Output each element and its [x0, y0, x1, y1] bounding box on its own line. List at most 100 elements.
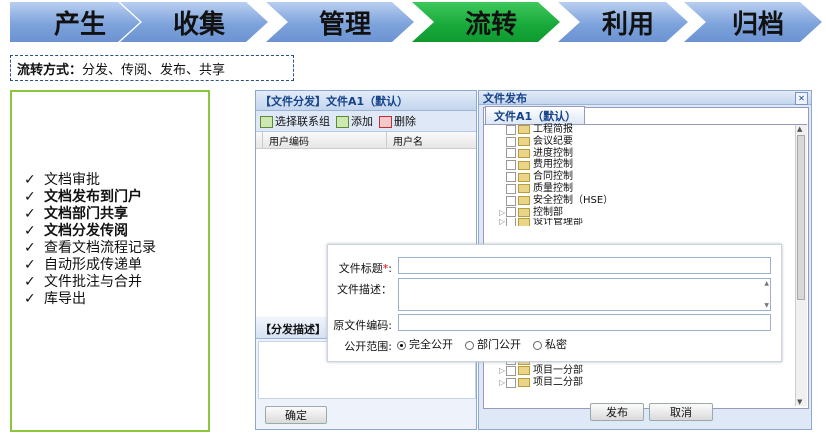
- radio-selected-icon[interactable]: [397, 340, 406, 350]
- folder-icon: [518, 207, 530, 217]
- step-label: 归档: [731, 9, 784, 40]
- folder-icon: [518, 378, 530, 388]
- scroll-down-icon[interactable]: ▼: [797, 398, 803, 406]
- expand-arrow-icon[interactable]: ▷: [499, 218, 506, 227]
- distribute-toolbar: 选择联系组 添加 删除: [256, 111, 476, 132]
- code-label: 原文件编码:: [333, 319, 392, 332]
- title-label-suffix: :: [388, 262, 392, 275]
- folder-icon: [518, 137, 530, 147]
- folder-icon: [518, 160, 530, 170]
- title-label: 文件标题*:: [328, 260, 392, 276]
- expand-arrow-icon[interactable]: ▷: [499, 377, 506, 387]
- cancel-button[interactable]: 取消: [649, 403, 713, 421]
- tree-node-label: 合同控制: [533, 171, 573, 183]
- tree-node[interactable]: ▷项目一分部: [499, 365, 583, 377]
- step-circulate[interactable]: 流转: [412, 2, 560, 42]
- tab-divider: [483, 124, 807, 125]
- tree-node-label: 会议纪要: [533, 135, 573, 147]
- step-produce[interactable]: 产生: [10, 2, 140, 42]
- scope-option-public[interactable]: 完全公开: [397, 336, 453, 352]
- tree-node-label: 安全控制（HSE）: [533, 194, 614, 206]
- flow-mode-label: 流转方式：: [17, 62, 83, 78]
- feature-item: ✓ 自动形成传递单: [24, 257, 156, 274]
- tree-node[interactable]: ▷设计管理部: [499, 218, 613, 227]
- tab-file-a1[interactable]: 文件A1（默认）: [485, 106, 586, 125]
- scope-option-private[interactable]: 私密: [533, 336, 567, 352]
- feature-item: ✓文档发布到门户: [24, 189, 156, 206]
- checkbox-icon[interactable]: [506, 218, 516, 227]
- code-input[interactable]: [398, 314, 771, 331]
- tree-node[interactable]: 安全控制（HSE）: [499, 195, 613, 207]
- step-label: 管理: [318, 9, 371, 40]
- confirm-button[interactable]: 确定: [265, 406, 327, 424]
- feature-item: ✓文档审批: [24, 172, 156, 189]
- feature-text: 库导出: [44, 291, 86, 307]
- check-icon: ✓: [24, 189, 36, 205]
- feature-text: 文档审批: [44, 172, 100, 188]
- tree-node[interactable]: 费用控制: [499, 159, 613, 171]
- delete-button[interactable]: 删除: [379, 113, 416, 129]
- scroll-up-icon[interactable]: ▲: [764, 280, 769, 287]
- col-user-name[interactable]: 用户名: [386, 132, 476, 148]
- scope-radio-group: 完全公开 部门公开 私密: [397, 336, 567, 352]
- check-icon: ✓: [24, 257, 36, 273]
- required-mark: *: [382, 262, 389, 275]
- expand-arrow-icon[interactable]: ▷: [499, 366, 506, 375]
- tree-node[interactable]: ▷控制部: [499, 207, 613, 219]
- checkbox-icon[interactable]: [506, 183, 516, 194]
- step-manage[interactable]: 管理: [266, 2, 414, 42]
- scope-label: 公开范围:: [344, 340, 392, 353]
- checkbox-icon[interactable]: [506, 148, 516, 159]
- scroll-thumb[interactable]: [797, 135, 805, 300]
- tree-node[interactable]: 会议纪要: [499, 136, 613, 148]
- feature-text: 自动形成传递单: [44, 257, 142, 273]
- step-use[interactable]: 利用: [558, 2, 688, 42]
- tree-node[interactable]: 进度控制: [499, 148, 613, 160]
- tree-node[interactable]: 工程简报: [499, 124, 613, 136]
- desc-textarea[interactable]: ▲ ▼: [398, 278, 771, 311]
- folder-icon: [518, 172, 530, 182]
- step-label: 产生: [53, 9, 106, 40]
- tree-node-label: 质量控制: [533, 182, 573, 194]
- step-collect[interactable]: 收集: [120, 2, 268, 42]
- publish-title-text: 文件发布: [483, 91, 527, 105]
- scroll-down-icon[interactable]: ▼: [764, 302, 769, 309]
- feature-item: ✓查看文档流程记录: [24, 240, 156, 257]
- radio-icon[interactable]: [533, 340, 542, 350]
- step-archive[interactable]: 归档: [684, 2, 822, 42]
- feature-item: ✓库导出: [24, 291, 156, 308]
- scroll-up-icon[interactable]: ▲: [797, 125, 803, 133]
- scope-option-department[interactable]: 部门公开: [465, 336, 521, 352]
- checkbox-icon[interactable]: [506, 160, 516, 171]
- checkbox-icon[interactable]: [506, 172, 516, 183]
- checkbox-icon[interactable]: [506, 365, 516, 376]
- select-group-button[interactable]: 选择联系组: [260, 113, 330, 129]
- expand-arrow-icon[interactable]: ▷: [499, 207, 506, 217]
- tree-node[interactable]: ▷项目二分部: [499, 377, 583, 389]
- folder-icon: [518, 184, 530, 194]
- check-icon: ✓: [24, 206, 36, 222]
- tree-node[interactable]: 合同控制: [499, 171, 613, 183]
- distribute-dialog: 【文件分发】文件A1（默认） 选择联系组 添加 删除 用户编码 用户名 【分发描…: [255, 90, 477, 430]
- tree-scrollbar[interactable]: ▲ ▼: [795, 125, 807, 406]
- flow-mode-box: 流转方式：分发、传阅、发布、共享: [10, 55, 294, 81]
- tree-node[interactable]: 质量控制: [499, 183, 613, 195]
- check-icon: ✓: [24, 274, 36, 290]
- folder-icon: [518, 125, 530, 135]
- publish-dialog-title: 文件发布: [479, 91, 811, 105]
- publish-button[interactable]: 发布: [590, 403, 644, 421]
- close-icon[interactable]: ✕: [795, 92, 808, 105]
- feature-item: ✓ 文档分发传阅: [24, 223, 156, 240]
- check-icon: ✓: [24, 223, 36, 239]
- radio-icon[interactable]: [465, 340, 474, 350]
- feature-list-panel: ✓文档审批 ✓文档发布到门户 ✓文档部门共享 ✓文档分发传阅 ✓查看文档流程记录…: [10, 90, 210, 432]
- checkbox-icon[interactable]: [506, 377, 516, 388]
- title-input[interactable]: [398, 257, 771, 274]
- checkbox-icon[interactable]: [506, 136, 516, 147]
- feature-text: 文档分发传阅: [44, 223, 128, 239]
- add-button[interactable]: 添加: [336, 113, 373, 129]
- checkbox-icon[interactable]: [506, 124, 516, 135]
- checkbox-icon[interactable]: [506, 195, 516, 206]
- checkbox-icon[interactable]: [506, 207, 516, 218]
- col-user-code[interactable]: 用户编码: [262, 132, 386, 148]
